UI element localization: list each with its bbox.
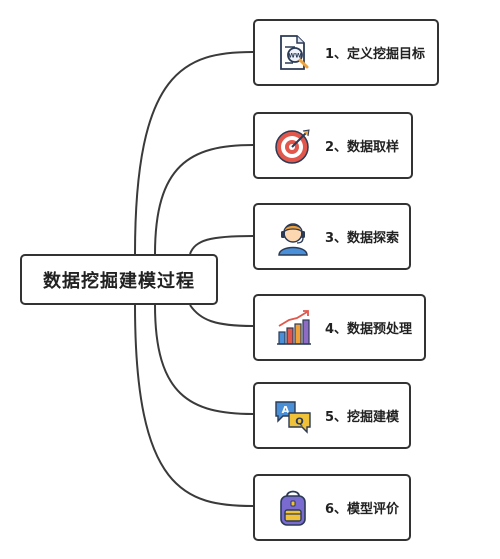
- bar-chart-icon: [277, 309, 311, 345]
- step-6-node: 6、模型评价: [253, 474, 411, 541]
- connector-step-1: [134, 51, 254, 255]
- qa-chat-icon: A Q: [275, 400, 311, 434]
- connector-step-3: [189, 235, 254, 255]
- person-headset-icon: [278, 222, 308, 256]
- step-3-label: 3、数据探索: [325, 231, 400, 246]
- step-4-label: 4、数据预处理: [325, 322, 413, 337]
- central-topic: 数据挖掘建模过程: [20, 254, 218, 305]
- svg-text:WW: WW: [288, 52, 302, 59]
- connector-step-4: [189, 304, 254, 327]
- document-magnifier-icon: WW: [280, 34, 309, 70]
- step-1-node: WW 1、定义挖掘目标: [253, 19, 439, 86]
- svg-text:A: A: [282, 405, 290, 416]
- step-2-node: 2、数据取样: [253, 112, 413, 179]
- step-4-node: 4、数据预处理: [253, 294, 426, 361]
- target-icon: [275, 128, 310, 164]
- step-2-label: 2、数据取样: [325, 140, 400, 155]
- step-3-node: 3、数据探索: [253, 203, 411, 270]
- connector-step-6: [134, 304, 254, 507]
- backpack-icon: [280, 490, 306, 526]
- step-1-label: 1、定义挖掘目标: [325, 47, 426, 62]
- central-topic-title: 数据挖掘建模过程: [43, 270, 195, 292]
- step-5-label: 5、挖掘建模: [325, 410, 400, 425]
- connector-step-2: [154, 144, 254, 255]
- step-5-node: A Q 5、挖掘建模: [253, 382, 411, 449]
- step-6-label: 6、模型评价: [325, 502, 400, 517]
- svg-text:Q: Q: [295, 416, 304, 427]
- connector-step-5: [154, 304, 254, 415]
